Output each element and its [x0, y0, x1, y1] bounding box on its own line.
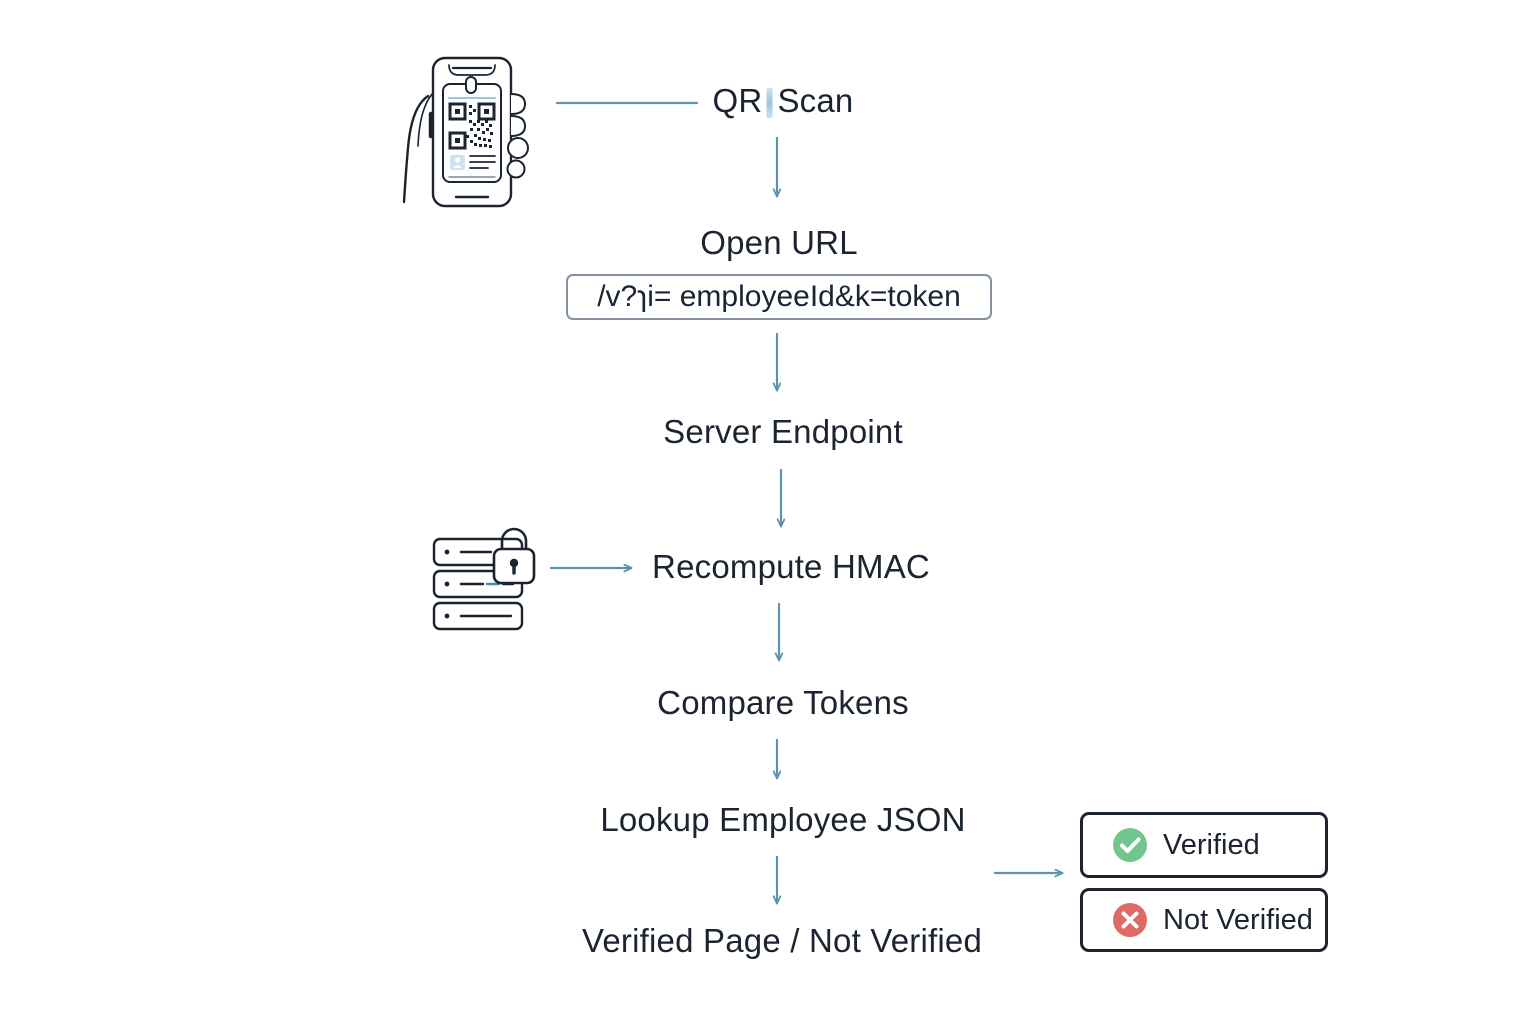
node-lookup-employee-json: Lookup Employee JSON [600, 801, 966, 838]
node-compare-tokens: Compare Tokens [657, 684, 909, 721]
badge-verified: Verified [1080, 812, 1328, 878]
node-qr-scan: QR Scan [713, 82, 854, 120]
badge-not-verified: Not Verified [1080, 888, 1328, 952]
qr-scan-suffix: Scan [777, 82, 854, 119]
x-circle-icon [1113, 903, 1147, 937]
scan-beam-icon [766, 88, 773, 118]
secure-server-rack-icon [425, 525, 555, 648]
check-circle-icon [1113, 828, 1147, 862]
qr-scan-prefix: QR [712, 82, 763, 119]
node-open-url: Open URL [700, 224, 858, 261]
url-value-box: /v?ɿi= employeeId&k=token [566, 274, 992, 320]
node-recompute-hmac: Recompute HMAC [652, 548, 930, 585]
node-server-endpoint: Server Endpoint [663, 413, 903, 450]
badge-verified-label: Verified [1163, 828, 1260, 861]
node-final-outcome: Verified Page / Not Verified [581, 922, 983, 959]
hand-holding-phone-with-qr-badge-icon [398, 52, 548, 219]
badge-not-verified-label: Not Verified [1163, 903, 1313, 936]
url-value-text: /v?ɿi= employeeId&k=token [597, 280, 961, 313]
